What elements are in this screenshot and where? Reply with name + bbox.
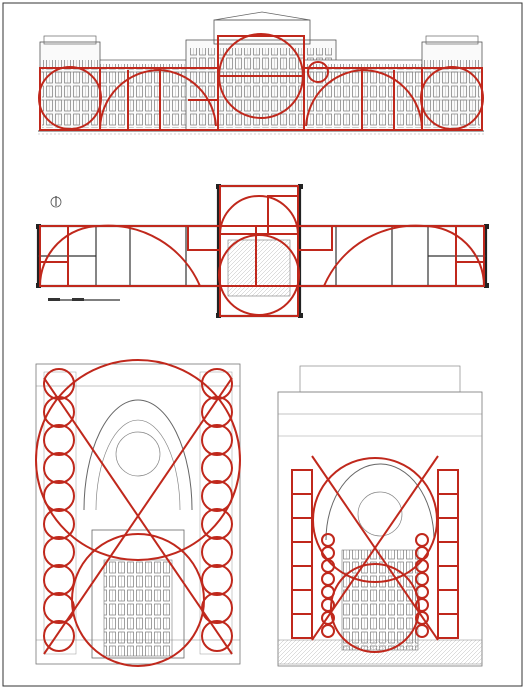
- north-arrow-icon: [50, 196, 62, 208]
- plan-golden-overlay: [39, 185, 485, 317]
- central-bay-elevation: [35, 363, 241, 665]
- portal-left-circle-chain: [321, 533, 335, 638]
- left-circle-column: [43, 368, 75, 652]
- right-circle-column: [201, 368, 233, 652]
- facade-golden-overlay: [38, 33, 484, 131]
- side-portal-overlay: [291, 455, 459, 653]
- side-portal-elevation: [277, 365, 483, 667]
- central-bay-overlay: [35, 359, 241, 667]
- portal-right-circle-chain: [415, 533, 429, 638]
- scale-bar-icon: [48, 298, 120, 301]
